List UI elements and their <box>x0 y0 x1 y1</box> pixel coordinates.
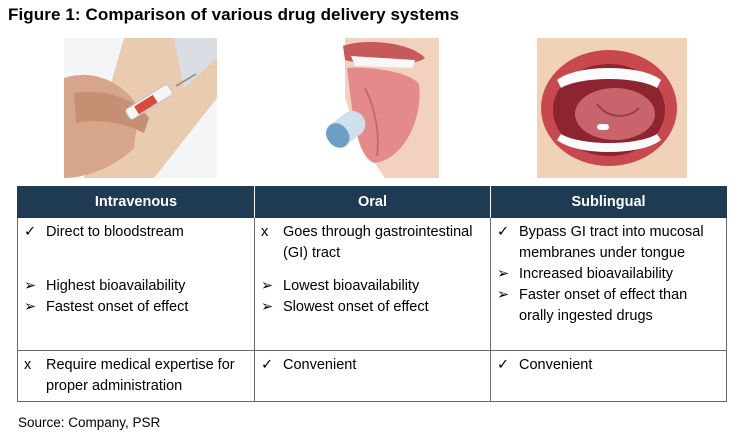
check-icon: ✓ <box>497 357 510 373</box>
header-intravenous: Intravenous <box>17 186 255 218</box>
arrow-bullet-icon: ➢ <box>497 287 510 303</box>
check-icon: ✓ <box>24 224 37 240</box>
arrow-bullet-icon: ➢ <box>497 266 510 282</box>
arrow-bullet-icon: ➢ <box>261 299 274 315</box>
comparison-table: Intravenous Oral Sublingual ✓Direct to b… <box>17 186 727 402</box>
source-note: Source: Company, PSR <box>18 415 161 430</box>
check-icon: ✓ <box>497 224 510 240</box>
figure-title: Figure 1: Comparison of various drug del… <box>8 5 460 24</box>
syringe-injection-photo <box>64 38 217 178</box>
header-oral: Oral <box>254 186 491 218</box>
arrow-bullet-icon: ➢ <box>24 278 37 294</box>
cell-iv-delivery: ✓Direct to bloodstream ➢Highest bioavail… <box>17 218 255 351</box>
cell-sublingual-administration: ✓Convenient <box>490 350 727 402</box>
cell-oral-administration: ✓Convenient <box>254 350 491 402</box>
arrow-bullet-icon: ➢ <box>24 299 37 315</box>
pill-on-tongue-photo <box>315 38 439 178</box>
cell-sublingual-delivery: ✓Bypass GI tract into mucosal membranes … <box>490 218 727 351</box>
header-sublingual: Sublingual <box>490 186 727 218</box>
cross-icon: x <box>24 357 32 373</box>
arrow-bullet-icon: ➢ <box>261 278 274 294</box>
check-icon: ✓ <box>261 357 274 373</box>
cross-icon: x <box>261 224 269 240</box>
open-mouth-illustration <box>537 38 687 178</box>
